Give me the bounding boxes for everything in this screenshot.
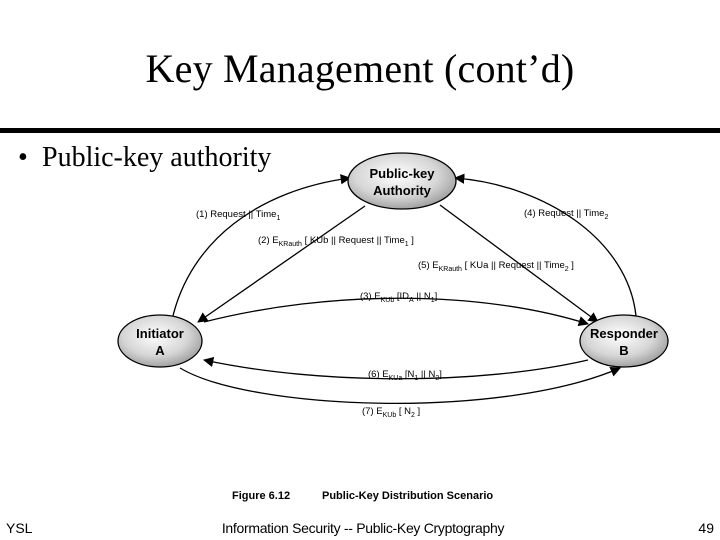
message-5-label: (5) EKRauth [ KUa || Request || Time2 ] [418,260,574,273]
slide-title: Key Management (cont’d) [145,46,575,91]
arrow-2-authority-to-initiator [197,205,366,323]
authority-label-line1: Public-key [369,166,435,181]
figure-number: Figure 6.12 [232,490,290,502]
node-public-key-authority: Public-key Authority [347,152,457,210]
message-1-label: (1) Request || Time1 [196,209,280,222]
message-6-label: (6) EKUa [N1 || N2] [368,369,442,382]
responder-label-line2: B [619,343,628,358]
initiator-label-line1: Initiator [136,326,184,341]
message-3-label: (3) EKUb [IDA || N1] [360,291,437,304]
arrow-5-authority-to-responder [439,204,599,323]
footer-page-number: 49 [698,520,714,536]
bullet-marker: • [18,142,28,173]
figure-caption: Public-Key Distribution Scenario [322,490,493,502]
responder-label-line1: Responder [590,326,658,341]
message-7-label: (7) EKUb [ N2 ] [362,406,420,419]
node-responder: Responder B [579,314,669,368]
footer-course-title: Information Security -- Public-Key Crypt… [221,520,505,536]
bullet-item: • Public-key authority [18,141,271,175]
message-4-label: (4) Request || Time2 [524,208,608,221]
arrow-7-initiator-to-responder [179,366,621,404]
bullet-text: Public-key authority [42,142,272,173]
footer-author: YSL [6,520,33,536]
arrow-4-responder-to-authority [453,173,637,317]
arrow-3-initiator-to-responder [203,297,589,327]
title-divider [0,128,720,133]
initiator-label-line2: A [155,343,165,358]
message-2-label: (2) EKRauth [ KUb || Request || Time1 ] [258,235,414,248]
arrow-6-responder-to-initiator [202,356,589,380]
arrow-1-initiator-to-authority [171,174,352,321]
authority-label-line2: Authority [373,183,432,198]
node-initiator: Initiator A [117,314,203,368]
